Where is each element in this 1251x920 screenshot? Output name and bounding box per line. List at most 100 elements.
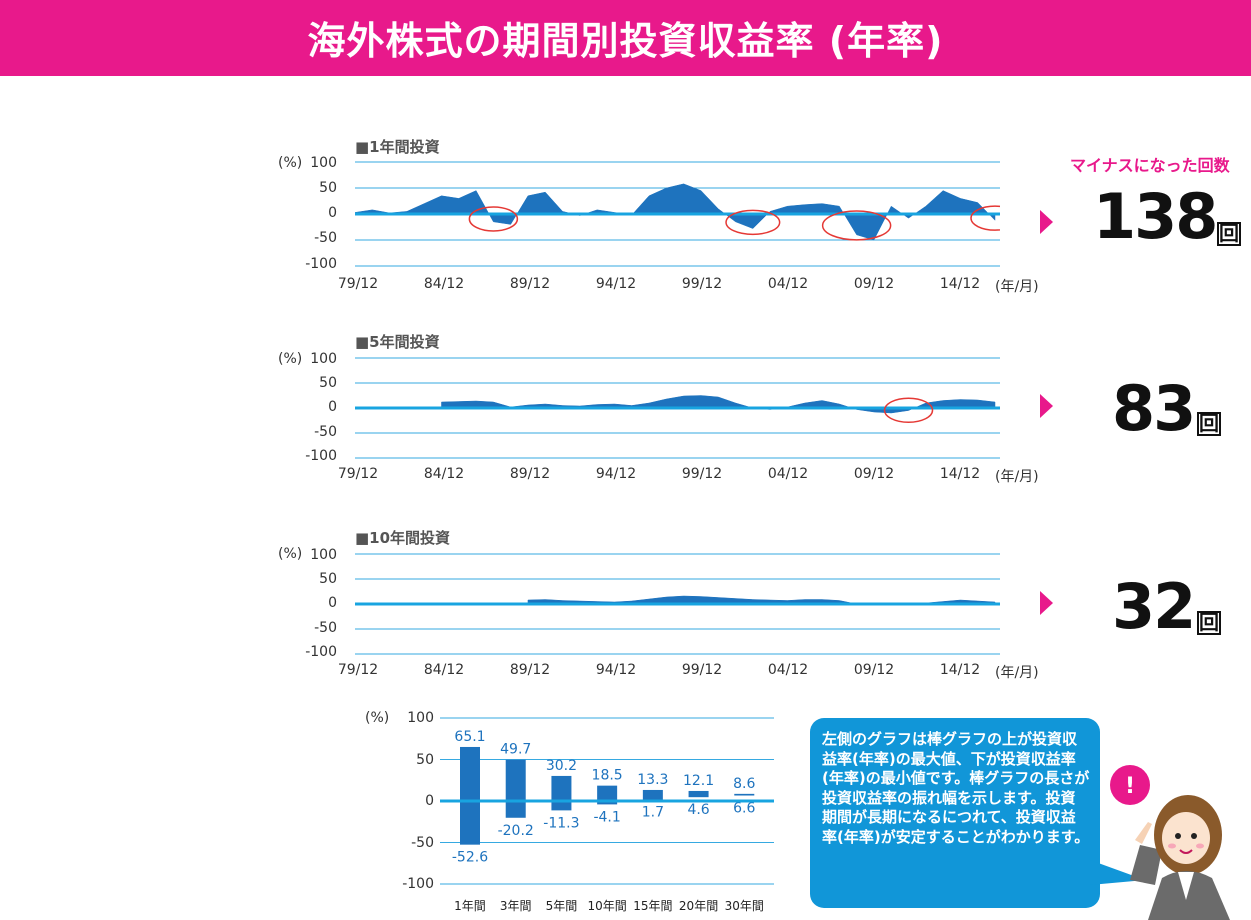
y-tick: 100 [310,351,337,367]
x-tick: 84/12 [423,466,465,482]
x-tick: 94/12 [595,276,637,292]
highlight-circle [468,206,519,232]
pointer-arrow-icon [1040,591,1053,615]
x-tick: 94/12 [595,662,637,678]
y-tick: 0 [328,595,337,611]
panel-title-10y: ■10年間投資 [355,529,451,547]
minus-count-5y: 83 [1112,372,1196,445]
y-tick: 100 [407,710,434,726]
bar-category-label: 10年間 [588,899,627,913]
x-tick: 94/12 [595,466,637,482]
bar-min-label: -52.6 [452,850,488,866]
count-unit: 回 [1197,610,1221,635]
bar-min-label: -4.1 [593,809,620,825]
range-bar [688,790,709,798]
bar-min-label: 4.6 [687,802,709,818]
y-unit-1y: (%) [278,155,303,171]
chart-10y [355,553,1000,655]
y-tick: 0 [425,793,434,809]
x-tick: 04/12 [767,466,809,482]
chart-5y [355,357,1000,459]
range-bar [734,793,755,796]
y-tick: -100 [305,448,337,464]
minus-count-1y: 138 [1093,180,1218,253]
range-bar [460,746,480,845]
bar-min-label: -20.2 [498,823,534,839]
x-tick: 79/12 [337,662,379,678]
y-tick: -50 [314,230,337,246]
count-unit: 回 [1197,411,1221,436]
x-tick: 09/12 [853,662,895,678]
range-bar [505,759,526,818]
explanation-text: 左側のグラフは棒グラフの上が投資収益率(年率)の最大値、下が投資収益率(年率)の… [822,730,1090,846]
bar-category-label: 1年間 [454,899,486,913]
x-tick: 14/12 [939,662,981,678]
page-title: 海外株式の期間別投資収益率 (年率) [307,19,944,63]
x-tick: 84/12 [423,662,465,678]
title-bar [0,0,1251,76]
x-tick: 79/12 [337,276,379,292]
x-unit: (年/月) [995,279,1039,295]
x-tick: 99/12 [681,466,723,482]
bar-category-label: 30年間 [725,899,764,913]
minus-count-heading: マイナスになった回数 [1070,156,1230,175]
x-unit: (年/月) [995,469,1039,485]
minus-count-10y: 32 [1112,570,1196,643]
y-tick: 100 [310,155,337,171]
exclamation-mark: ! [1125,774,1135,799]
y-tick: 50 [416,752,434,768]
y-tick: -50 [411,835,434,851]
pointer-arrow-icon [1040,210,1053,234]
x-tick: 04/12 [767,276,809,292]
bar-category-label: 5年間 [546,899,578,913]
bar-min-label: 1.7 [642,805,664,821]
y-tick: -50 [314,424,337,440]
panel-title-5y: ■5年間投資 [355,333,440,351]
highlight-circle [970,205,1000,231]
range-bar [642,789,663,800]
range-bar [551,775,572,811]
bar-max-label: 13.3 [637,772,668,788]
y-unit-5y: (%) [278,351,303,367]
y-tick: -100 [305,256,337,272]
x-tick: 84/12 [423,276,465,292]
panel-title-1y: ■1年間投資 [355,138,440,156]
count-unit: 回 [1217,221,1241,246]
bar-chart-range: 65.1-52.61年間49.7-20.23年間30.2-11.35年間18.5… [440,717,774,913]
y-unit-bar: (%) [365,710,390,726]
y-tick: 50 [319,375,337,391]
explanation-bubble [810,718,1100,908]
bar-max-label: 65.1 [454,729,485,745]
bar-max-label: 18.5 [592,768,623,784]
x-tick: 09/12 [853,466,895,482]
y-tick: -50 [314,620,337,636]
y-tick: 0 [328,399,337,415]
bar-max-label: 12.1 [683,773,714,789]
series-area [355,183,996,241]
y-tick: -100 [305,644,337,660]
bar-max-label: 8.6 [733,776,755,792]
x-tick: 99/12 [681,662,723,678]
pointer-arrow-icon [1040,394,1053,418]
chart-1y [355,161,1000,267]
bar-category-label: 20年間 [679,899,718,913]
woman-character-icon: ! [1110,765,1230,920]
highlight-circle [821,210,892,241]
y-tick: 50 [319,571,337,587]
y-tick: 100 [310,547,337,563]
bar-min-label: 6.6 [733,801,755,817]
x-tick: 89/12 [509,466,551,482]
y-tick: 0 [328,205,337,221]
bar-max-label: 30.2 [546,758,577,774]
x-tick: 89/12 [509,276,551,292]
x-tick: 14/12 [939,276,981,292]
y-tick: 50 [319,180,337,196]
x-tick: 04/12 [767,662,809,678]
bar-max-label: 49.7 [500,742,531,758]
x-tick: 14/12 [939,466,981,482]
x-unit: (年/月) [995,665,1039,681]
x-tick: 79/12 [337,466,379,482]
x-tick: 09/12 [853,276,895,292]
y-tick: -100 [402,876,434,892]
y-unit-10y: (%) [278,546,303,562]
